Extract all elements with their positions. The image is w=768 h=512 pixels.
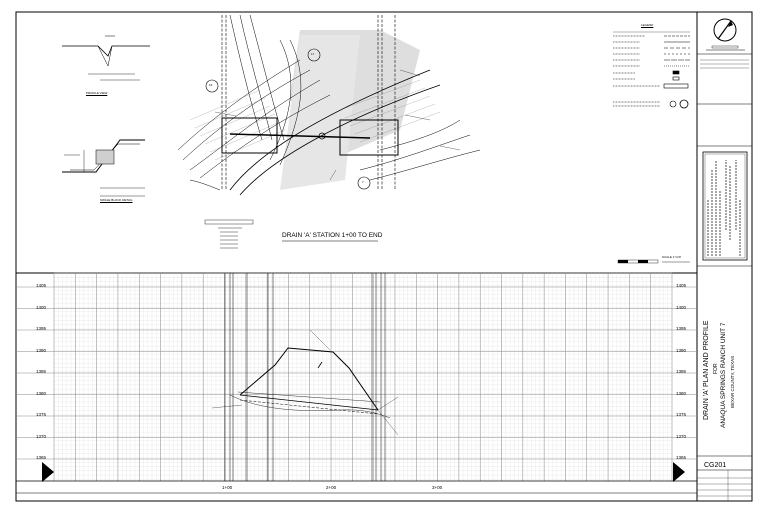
sheet-number: CG201: [704, 462, 727, 469]
elevation-label: 1375: [36, 412, 47, 417]
elevation-label: 1390: [36, 347, 47, 353]
plan-view: [177, 14, 481, 196]
sheet-border: [15, 11, 753, 502]
revision-block: [700, 59, 749, 69]
elevation-label: 1395: [36, 326, 47, 331]
legend-box: [613, 31, 690, 109]
profile-station-lines: [224, 273, 386, 481]
legend-title: LEGEND: [641, 23, 654, 27]
elevation-label: 1385: [36, 369, 47, 374]
scale-bar: [617, 259, 690, 264]
profile-linework: [211, 329, 399, 436]
project-name: ANAQUA SPRINGS RANCH UNIT 7: [720, 322, 727, 428]
sheet-title: DRAIN 'A' PLAN AND PROFILE: [703, 320, 710, 420]
station-label: 3+00: [432, 485, 443, 490]
design-data-block: [204, 219, 254, 249]
callout-17: [307, 48, 321, 62]
elevation-label: 1385: [676, 369, 687, 374]
profile-grid: [16, 272, 697, 481]
elevation-label: 1380: [36, 390, 47, 396]
elevation-label: 1405: [36, 283, 47, 288]
elevation-label: 1390: [676, 347, 687, 353]
callout-7: [357, 176, 371, 190]
engineer-stamp: [702, 151, 748, 261]
station-label: 2+00: [326, 485, 337, 490]
north-arrow-icon: [706, 18, 745, 51]
callout-7-label: 7: [362, 180, 364, 184]
view-title: DRAIN 'A' STATION 1+00 TO END: [282, 232, 383, 239]
elevation-label: 1375: [676, 412, 687, 417]
station-label: 1+00: [222, 485, 233, 490]
swale-block-detail: [62, 139, 145, 197]
swale-block-label: SWALE BLOCK DETAIL: [100, 198, 133, 202]
elevation-label: 1370: [676, 433, 687, 439]
profile-view-detail: [62, 35, 150, 81]
elevation-label: 1380: [676, 390, 687, 396]
callout-16: [205, 79, 219, 93]
elevation-label: 1395: [676, 326, 687, 331]
match-line-markers: [42, 462, 685, 482]
callout-17-label: 17: [311, 52, 315, 56]
elevation-label: 1365: [676, 455, 687, 460]
county: BEXAR COUNTY, TEXAS: [730, 355, 735, 408]
elevation-label: 1365: [36, 455, 47, 460]
elevation-label: 1400: [36, 304, 47, 310]
elevation-label: 1405: [676, 283, 687, 288]
profile-view-label: PROFILE VIEW: [86, 91, 108, 95]
elevation-label: 1370: [36, 433, 47, 439]
for-label: FOR: [713, 363, 719, 374]
callout-16-label: 16: [209, 83, 213, 87]
scale-label: SCALE 1"=20': [662, 255, 682, 259]
elevation-label: 1400: [676, 304, 687, 310]
